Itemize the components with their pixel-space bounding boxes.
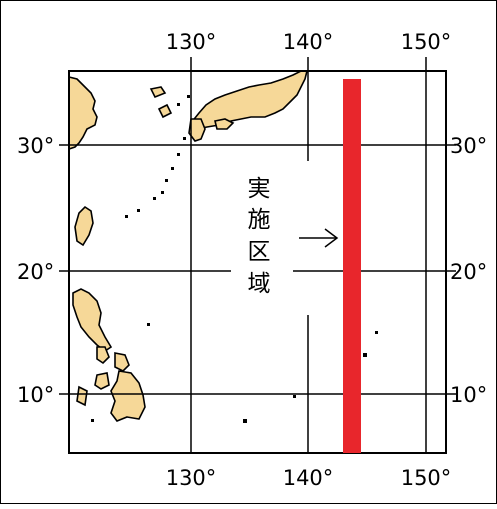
land-small-1 [149, 86, 167, 99]
land-korea-china [68, 75, 98, 151]
island-dots [91, 95, 378, 423]
arrow-icon [299, 228, 339, 248]
land-taiwan [74, 205, 94, 247]
land-japan [189, 70, 309, 130]
lat-label-left-10: 10° [17, 383, 54, 407]
lon-label-bottom-150: 150° [401, 466, 452, 490]
land-visayas-2 [114, 352, 130, 372]
land-visayas-3 [94, 372, 110, 390]
lat-label-right-20: 20° [450, 260, 487, 284]
area-label-char-3: 区 [248, 239, 271, 265]
land-luzon [72, 288, 113, 352]
survey-area-band [343, 79, 361, 453]
area-label-char-1: 実 [248, 176, 271, 202]
area-label-char-2: 施 [248, 207, 271, 233]
land-shikoku [214, 118, 235, 130]
graticule [59, 57, 456, 453]
land-palawan [76, 385, 88, 407]
map-border [68, 70, 447, 454]
lon-label-bottom-130: 130° [166, 466, 217, 490]
lat-label-left-20: 20° [17, 260, 54, 284]
lon-label-top-130: 130° [166, 30, 217, 54]
lon-label-bottom-140: 140° [283, 466, 334, 490]
lat-label-right-30: 30° [450, 134, 487, 158]
lat-label-left-30: 30° [17, 134, 54, 158]
survey-area-label: 実 施 区 域 [248, 176, 271, 297]
land-mindanao [110, 370, 146, 422]
lat-label-right-10: 10° [450, 383, 487, 407]
land-kyushu [188, 118, 206, 142]
land-visayas-1 [96, 346, 110, 365]
lon-label-top-150: 150° [401, 30, 452, 54]
area-label-char-4: 域 [248, 271, 271, 297]
land-masses [68, 70, 309, 422]
land-small-2 [157, 103, 173, 119]
lon-label-top-140: 140° [283, 30, 334, 54]
